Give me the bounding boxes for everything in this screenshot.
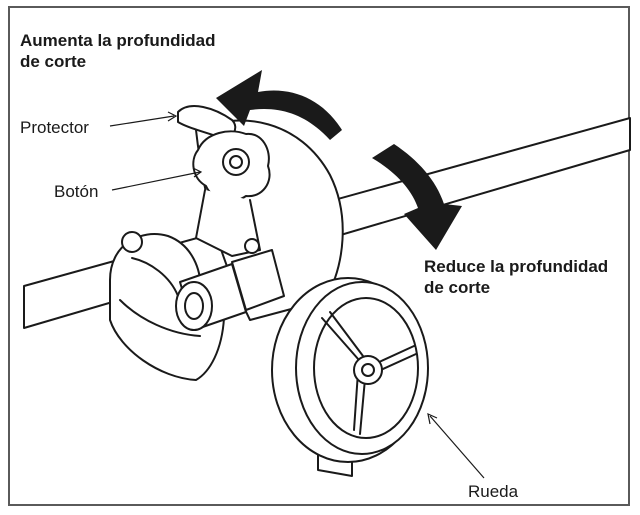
increase-depth-line2: de corte [20,52,87,71]
protector-label: Protector [20,118,89,137]
wheel-leader [429,415,485,479]
reduce-depth-line1: Reduce la profundidad [424,257,609,276]
bracket [195,189,261,257]
increase-depth-arrow [216,70,342,140]
reduce-depth-line2: de corte [424,278,491,297]
reduce-depth-label: Reduce la profundidad de corte [424,256,608,298]
knob-label: Botón [54,182,99,201]
increase-depth-label: Aumenta la profundidad de corte [20,30,216,72]
collar [231,249,285,311]
protector-leader [109,115,175,127]
reduce-depth-arrow [372,144,462,250]
knob-leader [111,171,201,191]
increase-depth-line1: Aumenta la profundidad [20,31,216,50]
wheel-label: Rueda [468,482,519,501]
